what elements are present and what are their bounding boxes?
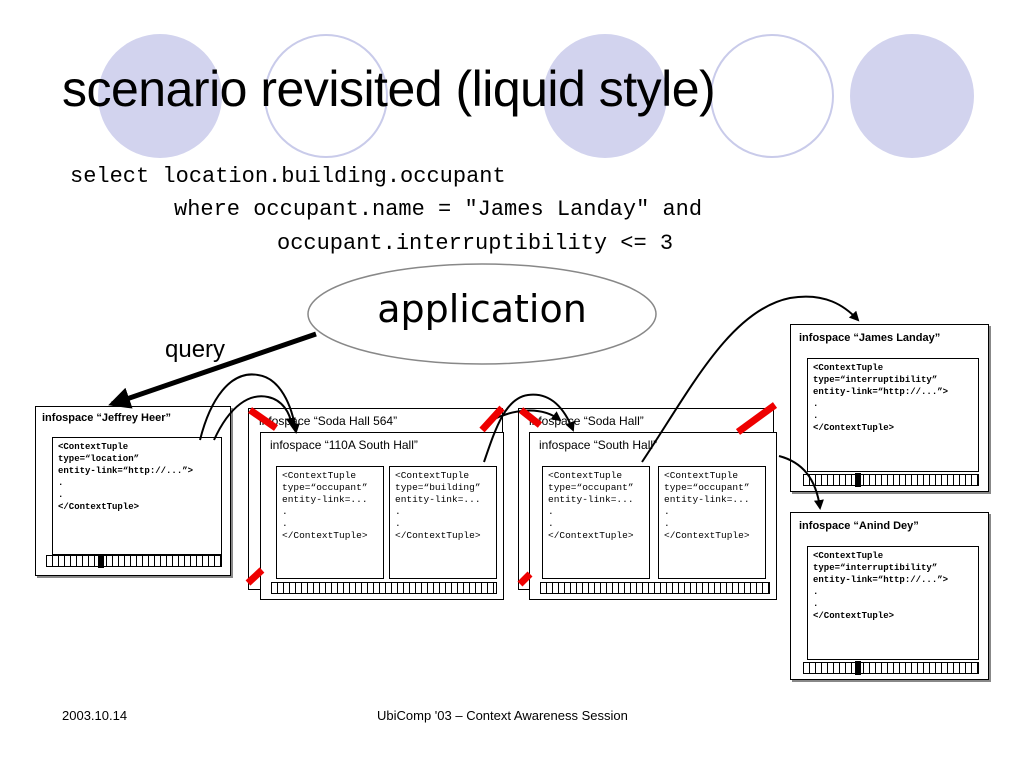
decor-circle-5	[850, 34, 974, 158]
tuple-line: .	[664, 506, 670, 517]
tuple-line: </ContextTuple>	[58, 502, 140, 512]
infospace-title: infospace “Anind Dey”	[799, 520, 919, 532]
tuple-line: entity-link=...	[664, 494, 750, 505]
cross-stroke	[735, 402, 778, 435]
tuple-line: .	[282, 506, 288, 517]
tuple-line: entity-link=...	[548, 494, 634, 505]
tuple-line: type=“interruptibility”	[813, 563, 938, 573]
tuple-line: entity-link=...	[282, 494, 368, 505]
tuple-line: </ContextTuple>	[282, 530, 368, 541]
tuple-line: <ContextTuple	[813, 551, 884, 561]
context-tuple: <ContextTuple type=“occupant” entity-lin…	[658, 466, 766, 579]
tuple-line: .	[282, 518, 288, 529]
cross-stroke	[245, 567, 265, 586]
tuple-line: <ContextTuple	[664, 470, 739, 481]
tuple-line: <ContextTuple	[813, 363, 884, 373]
tuple-line: <ContextTuple	[58, 442, 129, 452]
tuple-line: <ContextTuple	[548, 470, 623, 481]
decor-circle-4	[710, 34, 834, 158]
tuple-line: .	[548, 506, 554, 517]
link-arrow	[778, 455, 824, 510]
tuple-line: entity-link=...	[395, 494, 481, 505]
query-line-3: occupant.interruptibility <= 3	[277, 231, 674, 256]
infospace-anind-dey: infospace “Anind Dey” <ContextTuple type…	[790, 512, 989, 680]
context-tuple: <ContextTuple type=“building” entity-lin…	[389, 466, 497, 579]
cross-stroke	[479, 405, 505, 433]
infospace-james-landay: infospace “James Landay” <ContextTuple t…	[790, 324, 989, 492]
infospace-110a-south-hall: infospace “110A South Hall” <ContextTupl…	[260, 432, 504, 600]
query-arrow	[108, 331, 317, 409]
infospace-title: infospace “110A South Hall”	[270, 438, 418, 452]
slot-marker	[855, 661, 861, 675]
context-tuple: <ContextTuple type=“occupant” entity-lin…	[276, 466, 384, 579]
tuple-line: type=“location”	[58, 454, 140, 464]
tuple-line: .	[813, 411, 819, 421]
tuple-line: type=“occupant”	[282, 482, 368, 493]
tuple-line: type=“interruptibility”	[813, 375, 938, 385]
tuple-line: .	[395, 518, 401, 529]
footer-date: 2003.10.14	[62, 708, 128, 723]
link-arrow	[483, 393, 575, 463]
infospace-jeffrey-heer: infospace “Jeffrey Heer” <ContextTuple t…	[35, 406, 231, 576]
context-tuple: <ContextTuple type=“location” entity-lin…	[52, 437, 222, 555]
link-arrow	[213, 395, 296, 441]
context-tuple: <ContextTuple type=“interruptibility” en…	[807, 358, 979, 472]
infospace-title: infospace “Jeffrey Heer”	[42, 412, 171, 424]
tuple-line: entity-link=“http://...”>	[813, 387, 949, 397]
tuple-slot-bar	[803, 662, 979, 674]
context-tuple: <ContextTuple type=“interruptibility” en…	[807, 546, 979, 660]
tuple-line: </ContextTuple>	[664, 530, 750, 541]
tuple-line: .	[664, 518, 670, 529]
application-node	[307, 263, 657, 365]
query-label: query	[165, 336, 225, 363]
slide-title: scenario revisited (liquid style)	[62, 61, 716, 117]
tuple-slot-bar	[271, 582, 497, 594]
infospace-south-hall: infospace “South Hall” <ContextTuple typ…	[529, 432, 777, 600]
tuple-line: entity-link=“http://...”>	[813, 575, 949, 585]
tuple-line: </ContextTuple>	[548, 530, 634, 541]
footer-session: UbiComp '03 – Context Awareness Session	[377, 708, 628, 723]
tuple-line: .	[813, 399, 819, 409]
infospace-title: infospace “James Landay”	[799, 332, 941, 344]
tuple-line: .	[58, 490, 64, 500]
tuple-line: type=“occupant”	[664, 482, 750, 493]
slot-marker	[98, 554, 104, 568]
tuple-line: type=“occupant”	[548, 482, 634, 493]
tuple-line: </ContextTuple>	[813, 423, 895, 433]
tuple-line: .	[395, 506, 401, 517]
link-arrow	[199, 373, 300, 441]
tuple-line: </ContextTuple>	[813, 611, 895, 621]
decor-circle-3	[543, 34, 667, 158]
query-line-2: where occupant.name = "James Landay" and	[174, 197, 703, 222]
tuple-line: </ContextTuple>	[395, 530, 481, 541]
tuple-line: <ContextTuple	[395, 470, 470, 481]
tuple-line: <ContextTuple	[282, 470, 357, 481]
infospace-title: infospace “South Hall”	[539, 438, 658, 452]
decor-circle-2	[264, 34, 388, 158]
slot-marker	[855, 473, 861, 487]
tuple-slot-bar	[803, 474, 979, 486]
tuple-line: .	[58, 478, 64, 488]
tuple-slot-bar	[46, 555, 222, 567]
tuple-line: .	[813, 587, 819, 597]
context-tuple: <ContextTuple type=“occupant” entity-lin…	[542, 466, 650, 579]
tuple-line: .	[813, 599, 819, 609]
query-line-1: select location.building.occupant	[70, 164, 506, 189]
decor-circle-1	[98, 34, 222, 158]
cross-stroke	[248, 407, 278, 431]
tuple-line: .	[548, 518, 554, 529]
cross-stroke	[518, 407, 543, 428]
link-arrow	[641, 295, 860, 463]
tuple-slot-bar	[540, 582, 770, 594]
tuple-line: type=“building”	[395, 482, 481, 493]
tuple-line: entity-link=“http://...”>	[58, 466, 194, 476]
crossed-out-marks	[245, 402, 778, 587]
cross-stroke	[517, 571, 533, 587]
application-label: application	[377, 287, 587, 331]
